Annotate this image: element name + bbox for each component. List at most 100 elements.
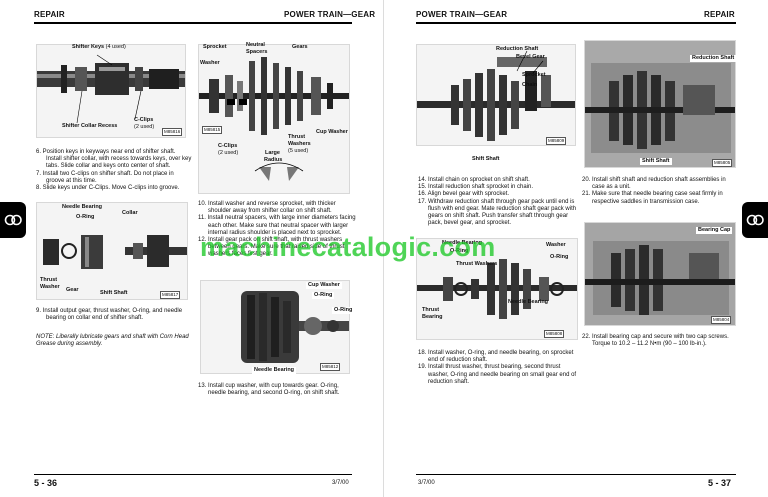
label-chain: Chain — [522, 82, 538, 88]
left-date: 3/7/00 — [332, 480, 349, 486]
label-needle-bearing-r: Needle Bearing — [442, 240, 483, 246]
label-washer: Washer — [200, 60, 220, 66]
left-page-number: 5 - 36 — [34, 478, 58, 488]
label-gear: Gear — [66, 287, 79, 293]
label-o-ring-right: O-Ring — [550, 254, 569, 260]
label-needle-bearing-2: Needle Bearing — [252, 367, 297, 374]
step-17: 17. Withdraw reduction shaft through gea… — [418, 198, 577, 227]
steps-13: 13. Install cup washer, with cup towards… — [198, 383, 358, 397]
steps-9: 9. Install output gear, thrust washer, O… — [36, 308, 192, 322]
right-date: 3/7/00 — [418, 480, 435, 486]
steps-6-8: 6. Position keys in keyways near end of … — [36, 149, 192, 192]
right-page: POWER TRAIN—GEAR REPAIR Reduction Shaft … — [384, 0, 768, 497]
label-o-ring-b: O-Ring — [332, 307, 355, 314]
label-bearing-cap: Bearing Cap — [696, 227, 733, 234]
right-header-rule — [416, 22, 736, 24]
label-thrust-washer-1: Thrust — [40, 277, 58, 283]
figure-sprocket-gears — [198, 44, 350, 194]
figure-id-m85817: M85817 — [160, 291, 181, 299]
label-o-ring-top: O-Ring — [450, 248, 469, 254]
step-16: 16. Align bevel gear with sprocket. — [418, 191, 510, 198]
case-photo-drawing — [585, 41, 735, 167]
label-sprocket-r: Sprocket — [522, 72, 546, 78]
label-cup-washer: Cup Washer — [316, 129, 348, 135]
label-gears: Gears — [292, 44, 308, 50]
figure-id-m85808: M85808 — [544, 330, 565, 338]
figure-id-m85815: M85815 — [202, 126, 223, 134]
label-c-clips-note: (2 used) — [134, 124, 155, 130]
figure-case-photo — [584, 40, 736, 168]
step-20: 20. Install shift shaft and reduction sh… — [582, 177, 726, 191]
label-shift-shaft-r: Shift Shaft — [472, 156, 500, 162]
label-thrust-washer-2: Washer — [40, 284, 60, 290]
label-sprocket: Sprocket — [203, 44, 227, 50]
figure-bearing-cap — [584, 222, 736, 326]
label-shifter-keys: Shifter Keys (4 used) — [72, 44, 126, 50]
label-needle-bearing-mid: Needle Bearing — [508, 299, 549, 305]
section-tab-left — [0, 202, 26, 238]
left-section-header: REPAIR — [34, 10, 65, 19]
step-15: 15. Install reduction shaft sprocket in … — [418, 184, 534, 191]
step-21: 21. Make sure that needle bearing case s… — [582, 191, 723, 205]
figure-id-m85809: M85809 — [546, 137, 567, 145]
label-bearing-r: Bearing — [422, 314, 443, 320]
step-19: 19. Install thrust washer, thrust bearin… — [418, 364, 577, 385]
label-thrust-washers: Thrust Washers — [456, 261, 498, 267]
note-lubricate: NOTE: Liberally lubricate gears and shaf… — [36, 334, 189, 348]
label-cup-washer-2: Cup Washer — [306, 282, 342, 289]
shifter-shaft-drawing — [37, 54, 185, 124]
gear-pack-drawing — [241, 291, 349, 363]
label-needle-bearing: Needle Bearing — [62, 204, 103, 210]
label-shifter-collar-recess: Shifter Collar Recess — [62, 123, 118, 129]
left-page: REPAIR POWER TRAIN—GEAR Shifter Keys (4 … — [34, 10, 376, 488]
bearing-cap-drawing — [585, 223, 735, 325]
step-7: 7. Install two C-clips on shifter shaft.… — [36, 170, 174, 184]
figure-cup-washer — [200, 280, 350, 374]
step-8: 8. Slide keys under C-Clips. Move C-clip… — [36, 185, 180, 192]
steps-18-19: 18. Install washer, O-ring, and needle b… — [418, 350, 578, 386]
label-radius: Radius — [264, 157, 283, 163]
step-12: 12. Install gear pack on shift shaft, wi… — [198, 237, 345, 258]
label-bevel-gear: Bevel Gear — [516, 54, 545, 60]
figure-id-m85805: M85805 — [712, 159, 733, 167]
gear-stack-drawing — [199, 57, 349, 181]
left-header-rule — [34, 22, 352, 24]
figure-reduction-shaft — [416, 44, 576, 146]
label-thrust-r: Thrust — [422, 307, 440, 313]
step-18: 18. Install washer, O-ring, and needle b… — [418, 350, 574, 364]
figure-shifter-keys — [36, 44, 186, 138]
right-title-header: POWER TRAIN—GEAR — [416, 10, 508, 19]
output-gear-drawing — [43, 235, 187, 269]
label-c-clips: C-Clips — [134, 117, 154, 123]
right-footer-rule — [416, 474, 736, 475]
label-reduction-shaft-2: Reduction Shaft — [690, 55, 737, 62]
left-footer-rule — [34, 474, 352, 475]
step-6: 6. Position keys in keyways near end of … — [36, 149, 192, 170]
step-11: 11. Install neutral spacers, with large … — [198, 215, 356, 236]
label-reduction-shaft: Reduction Shaft — [496, 46, 539, 52]
label-spacers: Spacers — [246, 49, 268, 55]
steps-14-17: 14. Install chain on sprocket on shift s… — [418, 177, 578, 227]
right-page-number: 5 - 37 — [708, 478, 732, 488]
gear-chain-icon — [746, 214, 764, 226]
label-washers: Washers — [288, 141, 311, 147]
thrust-washer-drawing — [417, 259, 577, 319]
watermark: machinecatalogic.com — [200, 232, 496, 262]
figure-id-m85816: M85816 — [162, 128, 183, 136]
figure-id-m85812: M85812 — [320, 363, 341, 371]
label-o-ring-a: O-Ring — [312, 292, 335, 299]
label-neutral: Neutral — [246, 42, 265, 48]
label-collar: Collar — [122, 210, 138, 216]
step-14: 14. Install chain on sprocket on shift s… — [418, 177, 530, 183]
gear-chain-icon — [4, 214, 22, 226]
reduction-shaft-drawing — [417, 50, 575, 141]
right-section-header: REPAIR — [704, 10, 735, 19]
label-washer-r: Washer — [546, 242, 566, 248]
label-c-clips-2-note: (2 used) — [218, 150, 239, 156]
step-22: 22. Install bearing cap and secure with … — [582, 334, 729, 348]
label-large: Large — [265, 150, 280, 156]
step-13: 13. Install cup washer, with cup towards… — [198, 383, 340, 397]
figure-thrust-washers — [416, 238, 578, 340]
section-tab-right — [742, 202, 768, 238]
label-thrust: Thrust — [288, 134, 306, 140]
